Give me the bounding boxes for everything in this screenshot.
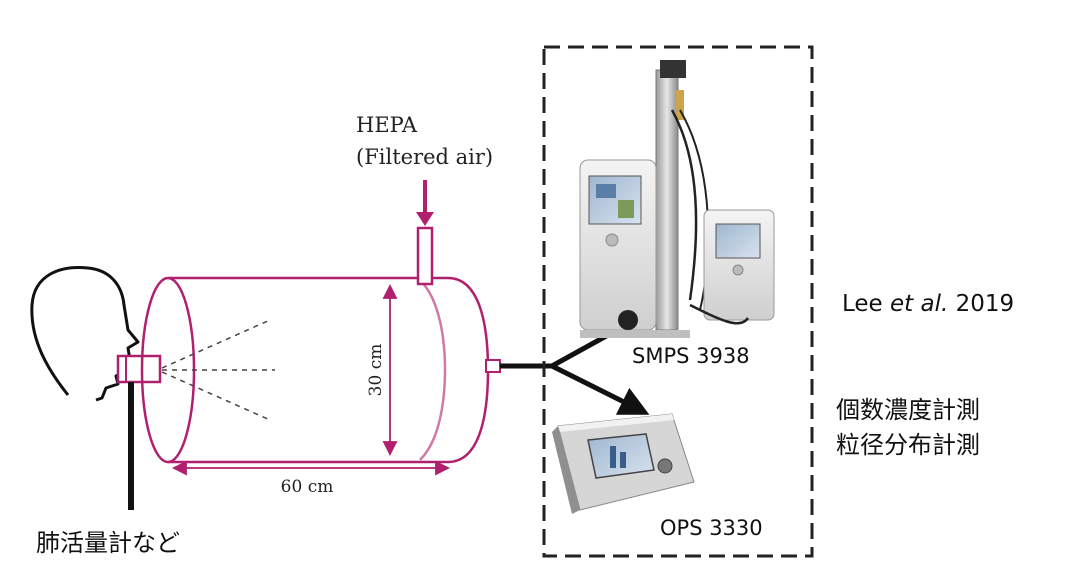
measure-size-label: 粒径分布計測 [836,431,980,459]
hepa-sublabel: (Filtered air) [356,145,493,169]
measure-count-label: 個数濃度計測 [836,396,980,424]
height-label: 30 cm [366,344,386,397]
length-label: 60 cm [281,477,334,497]
citation-year: 2019 [948,291,1014,317]
hepa-label: HEPA [356,113,418,137]
height-dimension [382,283,398,457]
ops-instrument-icon [552,413,695,514]
head-profile-icon [30,265,140,402]
spirometer-label: 肺活量計など [36,529,180,557]
smps-label: SMPS 3938 [632,344,750,368]
chamber-cylinder [140,276,490,464]
smps-instrument-icon [579,60,775,338]
citation: Lee et al. 2019 [842,291,1014,317]
mouthpiece [116,354,162,510]
hepa-inlet [416,180,434,286]
hepa-arrow-icon [416,212,434,226]
length-dimension [171,460,451,476]
citation-etal: et al. [890,291,948,317]
spray-lines [161,319,275,421]
ops-label: OPS 3330 [660,516,763,540]
instrument-box [542,45,814,558]
citation-author: Lee [842,291,890,317]
